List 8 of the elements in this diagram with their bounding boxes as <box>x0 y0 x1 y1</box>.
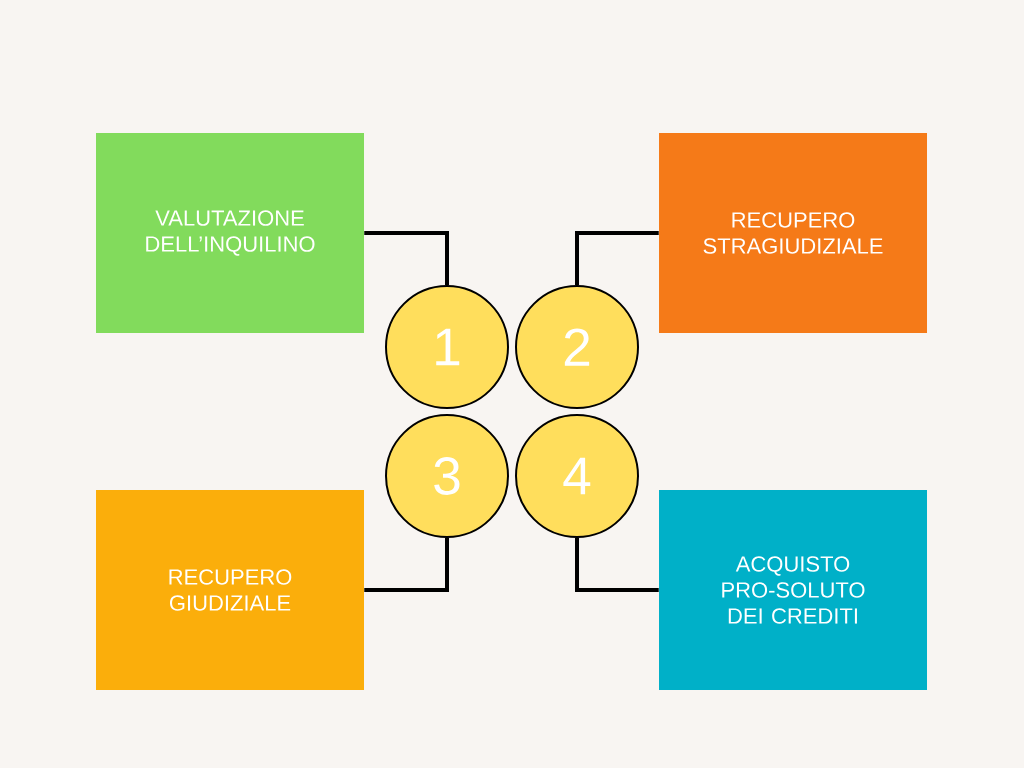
connector-line <box>364 231 449 285</box>
connector-line <box>575 231 659 285</box>
step-box: RECUPERO STRAGIUDIZIALE <box>659 133 927 333</box>
step-box: ACQUISTO PRO-SOLUTO DEI CREDITI <box>659 490 927 690</box>
step-box: VALUTAZIONE DELL’INQUILINO <box>96 133 364 333</box>
connector-line <box>575 538 659 592</box>
connector-line <box>364 538 449 592</box>
step-box: RECUPERO GIUDIZIALE <box>96 490 364 690</box>
